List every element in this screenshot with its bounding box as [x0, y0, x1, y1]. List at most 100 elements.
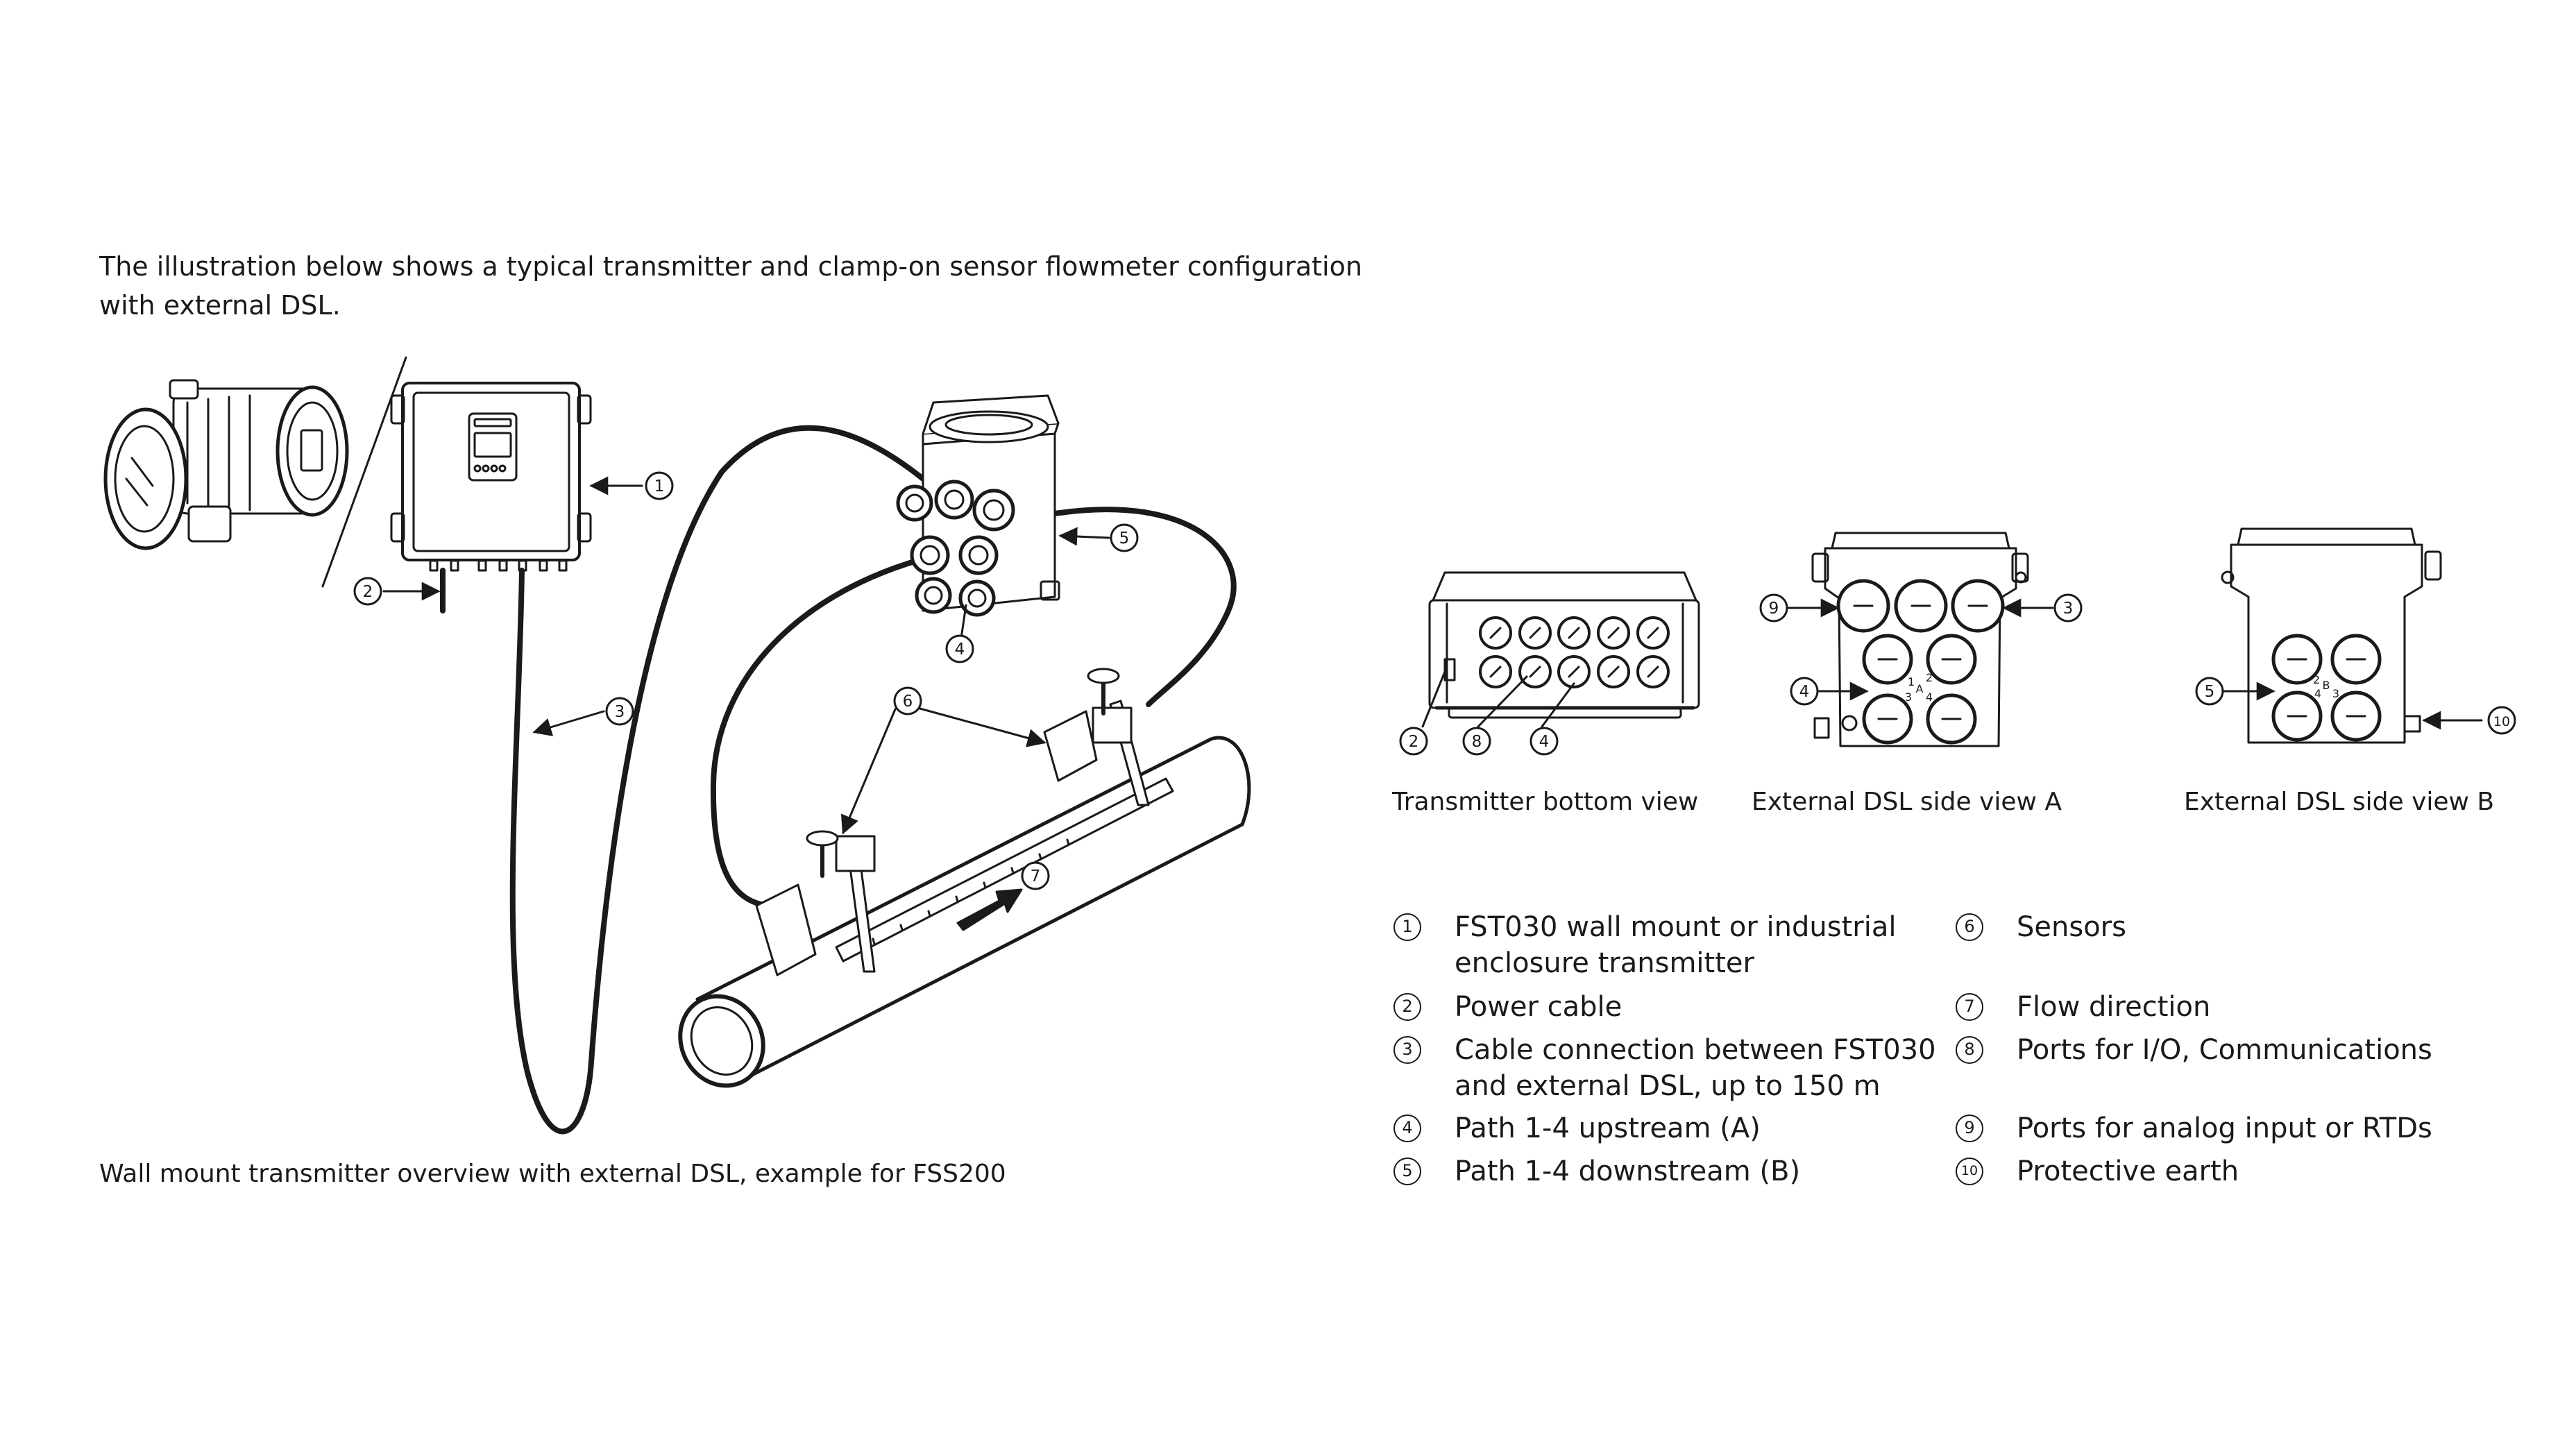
dsl-side-view-a: 1 2 A 3 4 — [1811, 532, 2029, 747]
legend-number: 1 — [1393, 913, 1421, 941]
flow-direction-arrow — [956, 888, 1023, 931]
callout-circle — [2053, 593, 2083, 622]
legend-text: Ports for analog input or RTDs — [2017, 1110, 2502, 1146]
legend-number: 2 — [1393, 993, 1421, 1021]
callout-9-10: 9 — [1759, 593, 1788, 622]
callout-circle — [1530, 727, 1559, 756]
legend-text-line: Cable connection between FST030 — [1455, 1034, 1936, 1066]
transmitter-dsl-cable — [509, 425, 926, 1135]
callout-4-3: 4 — [945, 634, 974, 663]
wall-mount-transmitter — [390, 382, 592, 572]
callout-circle — [2487, 706, 2516, 735]
callout-circle — [2195, 677, 2224, 706]
callout-circle — [1790, 677, 1819, 706]
callout-number: 6 — [903, 693, 913, 711]
intro-line-2: with external DSL. — [99, 290, 341, 321]
callout-10-14: 10 — [2487, 706, 2516, 735]
legend-text-line: enclosure transmitter — [1455, 947, 1754, 979]
legend-text: FST030 wall mount or industrial enclosure… — [1455, 909, 1940, 981]
legend-number: 7 — [1956, 993, 1983, 1021]
legend-text-line: Sensors — [2017, 911, 2126, 943]
legend-number: 3 — [1393, 1036, 1421, 1064]
callout-circle — [945, 634, 974, 663]
legend-number: 10 — [1956, 1158, 1983, 1185]
legend-text-line: Ports for analog input or RTDs — [2017, 1112, 2432, 1144]
side-view-a-caption: External DSL side view A — [1752, 788, 2062, 816]
dsl-side-view-b: 2 B 4 3 — [2221, 527, 2442, 744]
callout-8-6: 8 — [1462, 727, 1491, 756]
callout-circle — [893, 686, 922, 715]
main-figure-caption: Wall mount transmitter overview with ext… — [99, 1160, 1006, 1188]
callout-5-4: 5 — [1110, 523, 1139, 552]
callout-circle — [1399, 727, 1428, 756]
legend-text-line: Protective earth — [2017, 1155, 2239, 1187]
callout-6-5: 6 — [893, 686, 922, 715]
legend-text: Cable connection between FST030 and exter… — [1455, 1032, 1940, 1104]
legend-text-line: and external DSL, up to 150 m — [1455, 1070, 1881, 1102]
port-label-a-3: 3 — [1905, 690, 1912, 704]
callout-3-11: 3 — [2053, 593, 2083, 622]
legend-text: Flow direction — [2017, 989, 2502, 1025]
external-dsl — [896, 394, 1060, 617]
legend-text: Protective earth — [2017, 1153, 2502, 1189]
port-label-b-4: 4 — [2314, 687, 2321, 700]
legend-text-line: Path 1-4 upstream (A) — [1455, 1112, 1761, 1144]
callout-number: 3 — [2063, 600, 2074, 618]
legend-number: 4 — [1393, 1115, 1421, 1142]
callout-1-0: 1 — [645, 471, 674, 500]
callout-circle — [353, 577, 382, 606]
callout-circle — [1759, 593, 1788, 622]
callout-circle — [1462, 727, 1491, 756]
legend-text: Path 1-4 downstream (B) — [1455, 1153, 1940, 1189]
callout-number: 1 — [654, 477, 665, 495]
callout-circle — [1110, 523, 1139, 552]
callout-5-13: 5 — [2195, 677, 2224, 706]
leader-lines — [382, 476, 2483, 835]
port-label-a-2: 2 — [1926, 671, 1933, 684]
legend-text-line: FST030 wall mount or industrial — [1455, 911, 1897, 943]
callout-number: 4 — [1799, 683, 1810, 701]
industrial-enclosure-transmitter — [103, 379, 349, 550]
sensor-cable-downstream — [1052, 507, 1237, 707]
callout-circle — [645, 471, 674, 500]
legend-number: 8 — [1956, 1036, 1983, 1064]
transmitter-bottom-view — [1428, 571, 1700, 719]
callout-2-8: 2 — [1399, 727, 1428, 756]
legend-text: Path 1-4 upstream (A) — [1455, 1110, 1940, 1146]
port-label-a-a: A — [1916, 682, 1924, 695]
callout-number: 5 — [2205, 683, 2215, 701]
port-label-b-3: 3 — [2332, 687, 2339, 700]
sensor-cable-upstream — [710, 552, 940, 908]
legend-text: Power cable — [1455, 989, 1940, 1025]
callout-number: 4 — [955, 641, 965, 659]
legend-text-line: Ports for I/O, Communications — [2017, 1034, 2432, 1066]
bottom-view-caption: Transmitter bottom view — [1392, 788, 1699, 816]
callout-3-2: 3 — [605, 697, 634, 726]
legend-text: Sensors — [2017, 909, 2502, 945]
port-label-b-b: B — [2323, 679, 2330, 692]
callout-number: 7 — [1031, 867, 1041, 886]
callout-number: 4 — [1539, 733, 1550, 751]
legend-text-line: Path 1-4 downstream (B) — [1455, 1155, 1801, 1187]
port-label-a-1: 1 — [1908, 675, 1915, 688]
callout-circle — [1021, 861, 1050, 890]
callout-circle — [605, 697, 634, 726]
legend-number: 6 — [1956, 913, 1983, 941]
legend-text-line: Power cable — [1455, 991, 1622, 1023]
side-view-b-caption: External DSL side view B — [2184, 788, 2495, 816]
callout-number: 9 — [1769, 600, 1779, 618]
callout-number: 10 — [2493, 714, 2510, 729]
legend-number: 5 — [1393, 1158, 1421, 1185]
callout-7-9: 7 — [1021, 861, 1050, 890]
callout-number: 8 — [1472, 733, 1482, 751]
port-label-a-4: 4 — [1926, 690, 1933, 704]
intro-text: The illustration below shows a typical t… — [99, 247, 1418, 325]
callout-number: 2 — [363, 583, 373, 601]
legend-number: 9 — [1956, 1115, 1983, 1142]
legend-text-line: Flow direction — [2017, 991, 2211, 1023]
callout-number: 3 — [615, 703, 625, 721]
pipe-with-sensors — [678, 668, 1251, 1088]
callout-number: 2 — [1409, 733, 1419, 751]
